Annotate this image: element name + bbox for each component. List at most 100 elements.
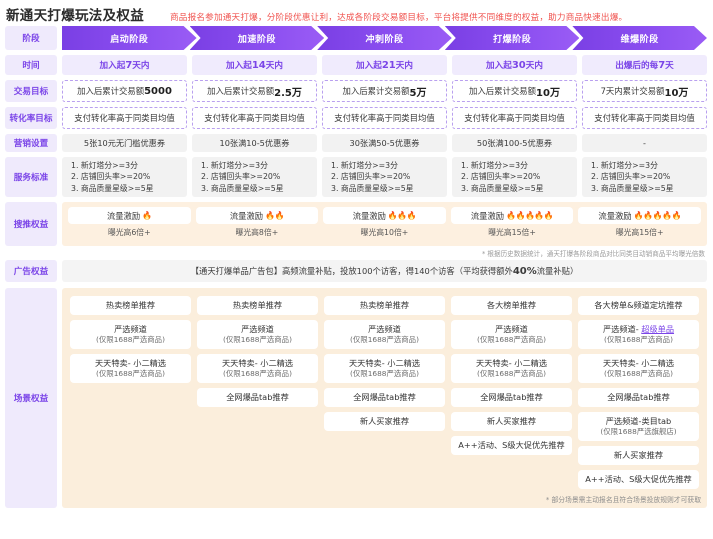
scene-card[interactable]: 严选频道(仅限1688严选商品) [451, 320, 572, 350]
conversion-cell-3: 支付转化率高于同类目均值 [322, 107, 447, 129]
scene-card[interactable]: 新人买家推荐 [324, 412, 445, 432]
scene-card[interactable]: 天天特卖- 小二精选(仅限1688严选商品) [578, 354, 699, 384]
deal-number: 2.5万 [274, 87, 302, 99]
scene-card-title: 全网爆品tab推荐 [353, 392, 416, 403]
scene-card[interactable]: 全网爆品tab推荐 [578, 388, 699, 408]
scene-card-title: 热卖榜单推荐 [232, 300, 283, 310]
scene-card-title: 天天特卖- 小二精选 [475, 358, 548, 369]
traffic-label: 流量激励 [106, 210, 141, 221]
time-suffix: 天内 [265, 61, 283, 71]
traffic-cell-2: 流量激励🔥🔥曝光高8倍+ [195, 207, 319, 241]
scene-card[interactable]: 各大榜单&频道定坑推荐 [578, 296, 699, 316]
deal-number: 5万 [409, 87, 427, 99]
time-prefix: 加入起 [486, 61, 512, 71]
scene-card[interactable]: 新人买家推荐 [451, 412, 572, 432]
stage-arrow-1[interactable]: 启动阶段 [62, 26, 197, 50]
service-line: 1. 新灯塔分>=3分 [71, 161, 138, 171]
scene-card-sub: (仅限1688严选商品) [604, 335, 673, 345]
row-label-scene: 场景权益 [5, 288, 57, 508]
service-line: 2. 店铺回头率>=20% [461, 172, 541, 182]
scene-card-title: A++活动、S级大促优先推荐 [458, 440, 565, 451]
stage-arrow-5[interactable]: 维爆阶段 [572, 26, 707, 50]
row-scene: 场景权益 热卖榜单推荐严选频道(仅限1688严选商品)天天特卖- 小二精选(仅限… [0, 287, 713, 509]
scene-card[interactable]: 全网爆品tab推荐 [197, 388, 318, 408]
conversion-cell-1: 支付转化率高于同类目均值 [62, 107, 187, 129]
traffic-sub: 曝光高8倍+ [235, 228, 279, 237]
scene-card[interactable]: 严选频道(仅限1688严选商品) [324, 320, 445, 350]
scene-card[interactable]: A++活动、S级大促优先推荐 [451, 436, 572, 456]
traffic-cells-wrap: 流量激励🔥曝光高6倍+流量激励🔥🔥曝光高8倍+流量激励🔥🔥🔥曝光高10倍+流量激… [60, 201, 713, 247]
ad-text-suffix: 流量补贴） [536, 266, 579, 276]
service-line: 3. 商品质量星级>=5星 [331, 183, 414, 193]
traffic-pill: 流量激励🔥🔥🔥🔥🔥 [450, 207, 574, 224]
scene-card[interactable]: 热卖榜单推荐 [197, 296, 318, 316]
stage-arrow-3[interactable]: 冲刺阶段 [317, 26, 452, 50]
scene-card-title: 严选频道- 超级单品 [602, 324, 675, 335]
scene-card-sub: (仅限1688严选商品) [96, 335, 165, 345]
row-label-deal-goal: 交易目标 [5, 80, 57, 102]
scene-card[interactable]: 新人买家推荐 [578, 446, 699, 466]
scene-card[interactable]: 天天特卖- 小二精选(仅限1688严选商品) [451, 354, 572, 384]
scene-card[interactable]: 严选频道-类目tab(仅限1688严选旗舰店) [578, 412, 699, 442]
deal-number: 5000 [144, 85, 172, 97]
scene-column-4: 各大榜单推荐严选频道(仅限1688严选商品)天天特卖- 小二精选(仅限1688严… [451, 296, 572, 508]
traffic-pill: 流量激励🔥🔥🔥🔥🔥 [578, 207, 701, 224]
scene-card[interactable]: 天天特卖- 小二精选(仅限1688严选商品) [324, 354, 445, 384]
service-line: 1. 新灯塔分>=3分 [201, 161, 268, 171]
scene-card[interactable]: A++活动、S级大促优先推荐 [578, 470, 699, 490]
scene-card[interactable]: 严选频道- 超级单品(仅限1688严选商品) [578, 320, 699, 350]
traffic-label: 流量激励 [598, 210, 632, 221]
deal-prefix: 加入后累计交易额 [77, 86, 145, 96]
ad-highlight: 40% [512, 265, 537, 277]
ad-cells-wrap: 【通天打爆单品广告包】高频流量补贴，投放100个访客，得140个访客（平均获得额… [60, 259, 713, 283]
time-prefix: 出爆后的每 [615, 61, 659, 71]
page-subtitle: 商品报名参加通天打爆，分阶段优惠让利，达成各阶段交易额目标，平台将提供不同维度的… [170, 13, 628, 23]
scene-card[interactable]: 热卖榜单推荐 [324, 296, 445, 316]
traffic-sub: 曝光高6倍+ [107, 228, 151, 237]
scene-card[interactable]: 各大榜单推荐 [451, 296, 572, 316]
time-suffix: 天 [665, 61, 674, 71]
scene-card-title: 新人买家推荐 [359, 416, 410, 427]
scene-band: 热卖榜单推荐严选频道(仅限1688严选商品)天天特卖- 小二精选(仅限1688严… [62, 288, 707, 508]
scene-card[interactable]: 天天特卖- 小二精选(仅限1688严选商品) [197, 354, 318, 384]
service-cells: 1. 新灯塔分>=3分 2. 店铺回头率>=20% 3. 商品质量星级>=5星 1. … [60, 156, 713, 198]
scene-card[interactable]: 全网爆品tab推荐 [451, 388, 572, 408]
time-suffix: 天内 [395, 61, 413, 71]
scene-card-title: A++活动、S级大促优先推荐 [585, 474, 692, 485]
scene-card[interactable]: 天天特卖- 小二精选(仅限1688严选商品) [70, 354, 191, 384]
scene-card-title: 全网爆品tab推荐 [607, 392, 670, 403]
deal-prefix: 7天内累计交易额 [600, 86, 665, 96]
scene-card-highlight: 超级单品 [641, 324, 675, 335]
time-number: 7 [125, 59, 133, 71]
marketing-cell-4: 50张满100-5优惠券 [452, 134, 577, 152]
scene-card[interactable]: 严选频道(仅限1688严选商品) [70, 320, 191, 350]
traffic-sub: 曝光高10倍+ [360, 228, 409, 237]
scene-card[interactable]: 热卖榜单推荐 [70, 296, 191, 316]
scene-card-title: 严选频道 [495, 324, 528, 335]
time-number: 14 [251, 59, 266, 71]
scene-card[interactable]: 严选频道(仅限1688严选商品) [197, 320, 318, 350]
scene-card-title: 天天特卖- 小二精选 [602, 358, 675, 369]
scene-card-sub: (仅限1688严选商品) [223, 335, 292, 345]
stage-label: 加速阶段 [237, 34, 276, 45]
service-line: 3. 商品质量星级>=5星 [71, 183, 154, 193]
conversion-cell-5: 支付转化率高于同类目均值 [582, 107, 707, 129]
scene-card-title: 全网爆品tab推荐 [226, 392, 289, 403]
conversion-cell-4: 支付转化率高于同类目均值 [452, 107, 577, 129]
scene-card-title: 天天特卖- 小二精选 [94, 358, 167, 369]
time-number: 21 [381, 59, 396, 71]
scene-card[interactable]: 全网爆品tab推荐 [324, 388, 445, 408]
stage-arrow-4[interactable]: 打爆阶段 [445, 26, 580, 50]
scene-card-title: 热卖榜单推荐 [105, 300, 156, 310]
scene-card-sub: (仅限1688严选商品) [477, 369, 546, 379]
scene-card-sub: (仅限1688严选商品) [350, 369, 419, 379]
traffic-cell-5: 流量激励🔥🔥🔥🔥🔥 曝光高15倍+ [578, 207, 701, 241]
row-label-stage: 阶段 [5, 26, 57, 50]
stage-arrow-2[interactable]: 加速阶段 [190, 26, 325, 50]
traffic-sub: 曝光高15倍+ [615, 228, 664, 237]
